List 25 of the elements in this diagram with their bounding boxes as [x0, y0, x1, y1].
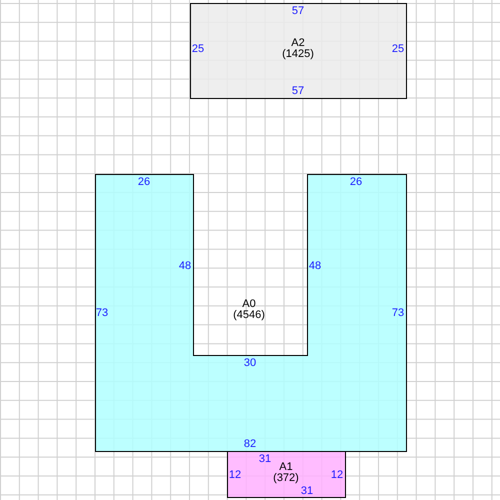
dimension-label: 31	[300, 485, 314, 497]
area-size: (4546)	[233, 309, 265, 321]
dimension-label: 31	[258, 453, 272, 465]
dimension-label: 25	[392, 43, 404, 55]
dimension-label: 73	[96, 307, 108, 319]
area-size: (372)	[273, 472, 299, 484]
dimension-label: 57	[292, 5, 304, 17]
dimension-label: 48	[178, 260, 192, 272]
area-size: (1425)	[282, 48, 314, 60]
dimension-label: 73	[392, 307, 404, 319]
dimension-label: 25	[192, 43, 204, 55]
floor-area	[190, 3, 406, 98]
dimension-label: 26	[138, 176, 150, 188]
area-name: A0	[242, 298, 256, 310]
dimension-label: 48	[308, 260, 322, 272]
dimension-label: 12	[330, 469, 344, 481]
dimension-label: 12	[228, 469, 242, 481]
dimension-label: 26	[350, 176, 362, 188]
dimension-label: 57	[292, 85, 304, 97]
floor-area	[227, 451, 345, 497]
dimension-label: 30	[244, 357, 256, 369]
area-name: A2	[291, 37, 305, 49]
floor-area	[95, 174, 406, 451]
dimension-label: 82	[244, 438, 256, 450]
area-name: A1	[279, 461, 293, 473]
